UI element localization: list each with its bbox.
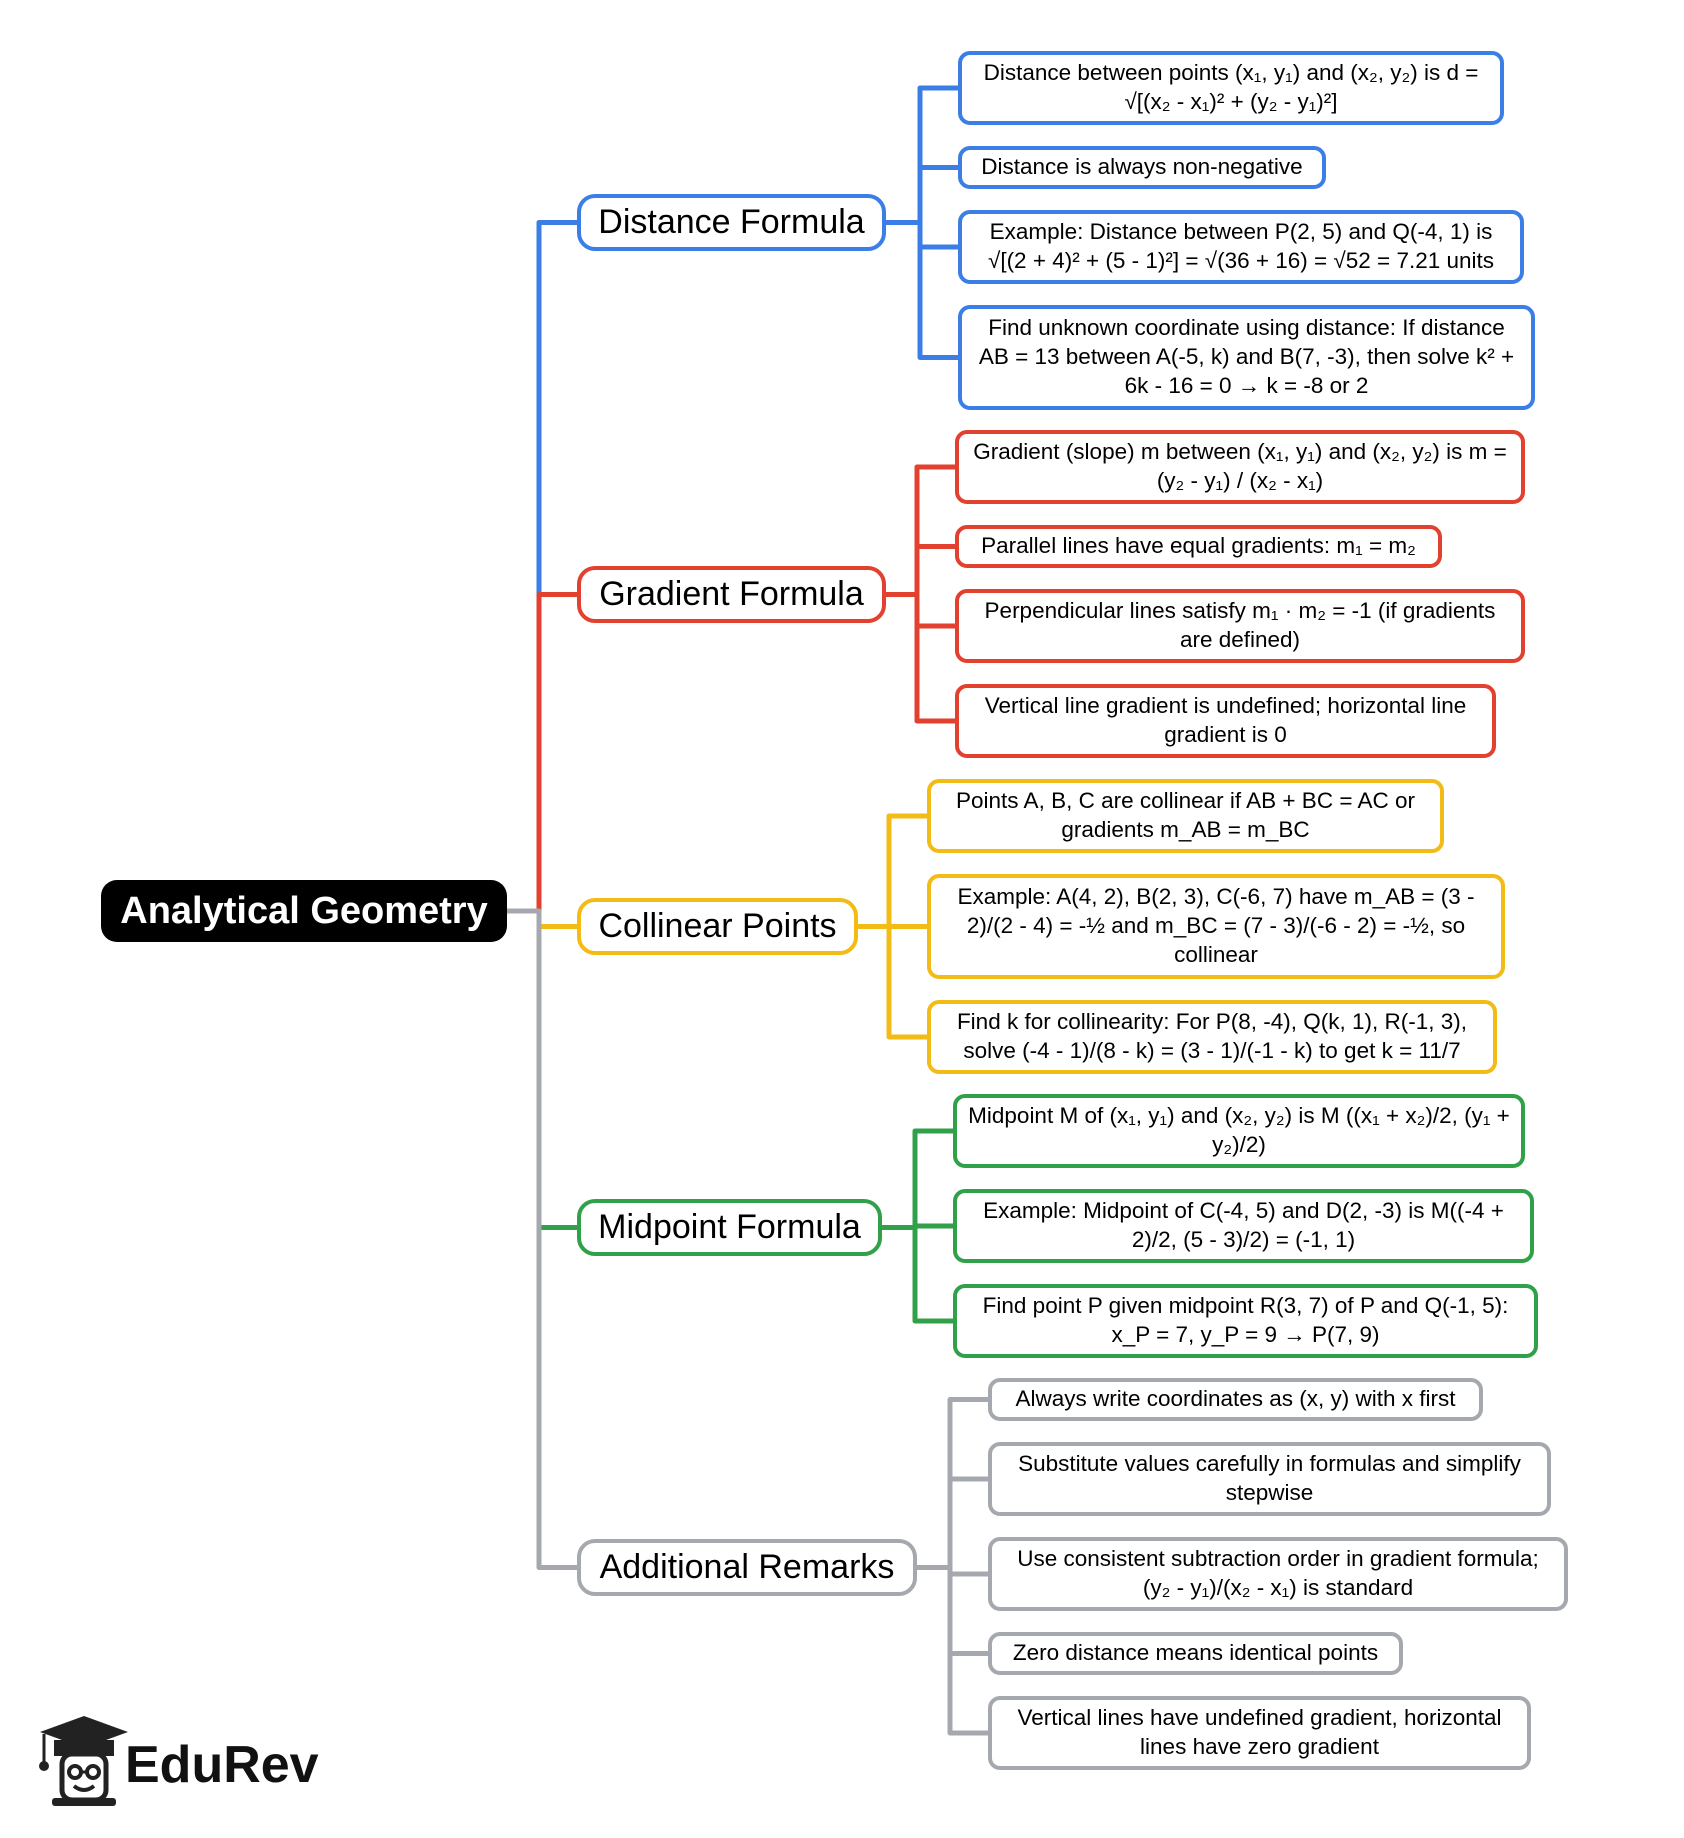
leaf-collinear-2: Example: A(4, 2), B(2, 3), C(-6, 7) have… [927,874,1505,979]
connector-distance-2 [886,165,958,225]
leaf-collinear-1: Points A, B, C are collinear if AB + BC … [927,779,1444,853]
leaf-distance-3: Example: Distance between P(2, 5) and Q(… [958,210,1524,284]
branch-gradient: Gradient Formula [577,566,886,623]
leaf-remarks-2: Substitute values carefully in formulas … [988,1442,1551,1516]
branch-collinear: Collinear Points [577,898,858,955]
connector-gradient-4 [886,592,955,724]
leaf-distance-1: Distance between points (x₁, y₁) and (x₂… [958,51,1504,125]
root-node: Analytical Geometry [101,880,507,942]
branch-remarks: Additional Remarks [577,1539,917,1596]
connector-root-distance [507,220,577,914]
connector-remarks-5 [917,1565,988,1736]
connector-root-gradient [507,592,577,914]
branch-distance: Distance Formula [577,194,886,251]
connector-gradient-2 [886,544,955,597]
leaf-remarks-3: Use consistent subtraction order in grad… [988,1537,1568,1611]
leaf-remarks-5: Vertical lines have undefined gradient, … [988,1696,1531,1770]
connector-distance-4 [886,220,958,360]
connector-collinear-1 [858,813,927,929]
connector-remarks-2 [917,1476,988,1570]
leaf-gradient-2: Parallel lines have equal gradients: m₁ … [955,525,1442,568]
leaf-midpoint-3: Find point P given midpoint R(3, 7) of P… [953,1284,1538,1358]
leaf-gradient-4: Vertical line gradient is undefined; hor… [955,684,1496,758]
connector-midpoint-3 [882,1225,953,1324]
graduation-cap-icon [39,1716,128,1806]
leaf-midpoint-2: Example: Midpoint of C(-4, 5) and D(2, -… [953,1189,1534,1263]
leaf-distance-2: Distance is always non-negative [958,146,1326,189]
leaf-gradient-1: Gradient (slope) m between (x₁, y₁) and … [955,430,1525,504]
connector-gradient-3 [886,592,955,629]
branch-midpoint: Midpoint Formula [577,1199,882,1256]
connector-root-midpoint [507,908,577,1230]
leaf-remarks-1: Always write coordinates as (x, y) with … [988,1378,1483,1421]
leaf-collinear-3: Find k for collinearity: For P(8, -4), Q… [927,1000,1497,1074]
leaf-remarks-4: Zero distance means identical points [988,1632,1403,1675]
leaf-midpoint-1: Midpoint M of (x₁, y₁) and (x₂, y₂) is M… [953,1094,1525,1168]
logo-text: EduRev [125,1736,319,1794]
connector-midpoint-1 [882,1128,953,1230]
leaf-gradient-3: Perpendicular lines satisfy m₁ · m₂ = -1… [955,589,1525,663]
connector-collinear-3 [858,924,927,1040]
leaf-distance-4: Find unknown coordinate using distance: … [958,305,1535,410]
connector-root-remarks [507,908,577,1570]
connector-gradient-1 [886,464,955,597]
